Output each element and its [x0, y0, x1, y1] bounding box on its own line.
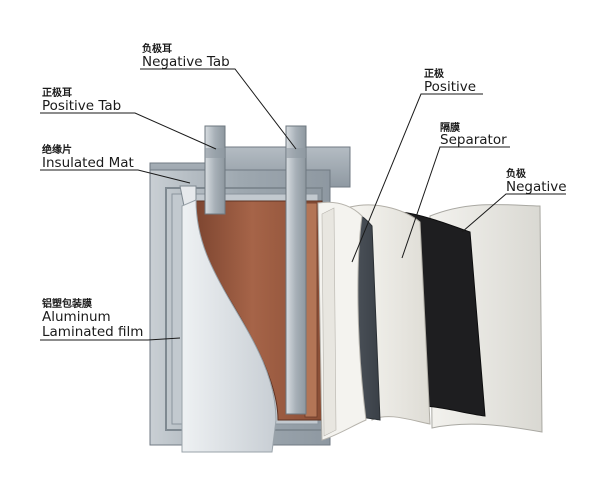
separator-label-zh: 隔膜	[440, 123, 460, 134]
separator-label: Separator	[440, 132, 507, 148]
insulated-mat-label-zh: 绝缘片	[42, 145, 72, 156]
insulated-mat-label: Insulated Mat	[42, 155, 134, 171]
aluminum-film-label-line1: Aluminum	[42, 309, 111, 325]
laminated-film-shape	[181, 199, 277, 453]
positive-tab-label-zh: 正极耳	[42, 88, 72, 99]
negative-tab-label: Negative Tab	[142, 54, 230, 70]
negative-tab-shape	[285, 125, 307, 415]
negative-tab-label-zh: 负极耳	[142, 44, 172, 55]
aluminum-film-label-line2: Laminated film	[42, 324, 144, 340]
positive-tab-label: Positive Tab	[42, 98, 122, 114]
negative-label: Negative	[506, 179, 567, 195]
leader-lines	[40, 68, 566, 341]
aluminum-film-label-zh: 铝塑包装膜	[42, 299, 92, 310]
negative-label-zh: 负极	[506, 169, 526, 180]
positive-label-zh: 正极	[424, 69, 444, 80]
positive-label: Positive	[424, 79, 477, 95]
positive-tab-shape	[204, 125, 226, 215]
